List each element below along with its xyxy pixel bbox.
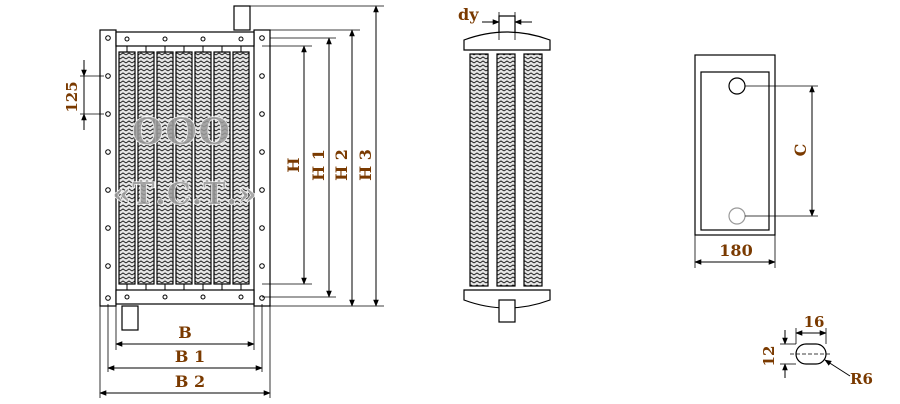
plate-view (694, 54, 818, 268)
dim-h3-label: H 3 (356, 149, 375, 181)
plate-inner (700, 71, 770, 231)
dim-b2-label: B 2 (175, 372, 205, 391)
watermark-line2: «Т.С.Т.» (112, 177, 257, 212)
dim-12-label: 12 (760, 346, 778, 367)
tube-stubs (126, 46, 242, 290)
dim-h-label: H (284, 157, 303, 172)
dim-125-label: 125 (63, 81, 81, 112)
dim-r6-label: R6 (850, 370, 873, 388)
front-view (80, 5, 384, 398)
dim-h1-label: H 1 (309, 149, 328, 181)
watermark-line1: ООО (132, 111, 232, 153)
bottom-nozzle (121, 305, 139, 331)
dimension-lines (81, 5, 379, 396)
dim-180-label: 180 (719, 241, 752, 260)
dim-b1-label: B 1 (175, 347, 205, 366)
side-bottom-nozzle (498, 299, 516, 323)
side-view (463, 12, 551, 323)
dim-16-label: 16 (804, 313, 825, 331)
finned-tubes (118, 51, 250, 285)
top-header (115, 31, 255, 47)
left-flange (99, 29, 117, 307)
top-nozzle (233, 5, 251, 31)
dim-h2-label: H 2 (332, 149, 351, 181)
dim-dy-label: dy (458, 5, 479, 24)
right-flange (253, 29, 271, 307)
dim-b-label: B (178, 323, 192, 342)
bottom-header (115, 289, 255, 305)
dim-c-label: C (791, 144, 810, 157)
slot-detail (780, 328, 851, 378)
side-top-header (463, 31, 551, 51)
flange-holes (105, 35, 265, 301)
